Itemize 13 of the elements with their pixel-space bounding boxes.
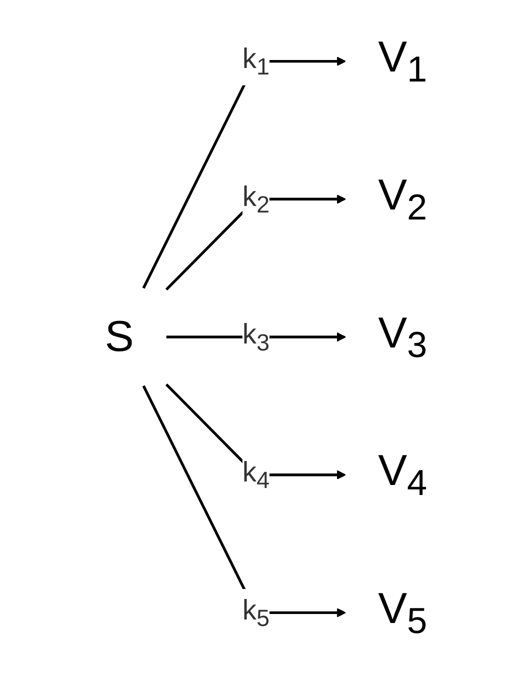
node-text: V$_{2}$ xyxy=(378,171,428,228)
edge-label: k$_{3}$ xyxy=(242,318,270,356)
edge-label: k$_{1}$ xyxy=(242,42,270,80)
node-text: V$_{5}$ xyxy=(378,585,428,642)
node-text: S xyxy=(104,313,134,361)
node-text: V$_{3}$ xyxy=(378,309,428,366)
edge-label: k$_{4}$ xyxy=(242,455,270,494)
edge-label: k$_{2}$ xyxy=(242,180,270,218)
node-text: V$_{1}$ xyxy=(378,34,428,90)
edge-label: k$_{5}$ xyxy=(242,593,270,632)
node-text: V$_{4}$ xyxy=(378,447,428,504)
arrow xyxy=(142,56,346,289)
arrow xyxy=(142,385,346,618)
